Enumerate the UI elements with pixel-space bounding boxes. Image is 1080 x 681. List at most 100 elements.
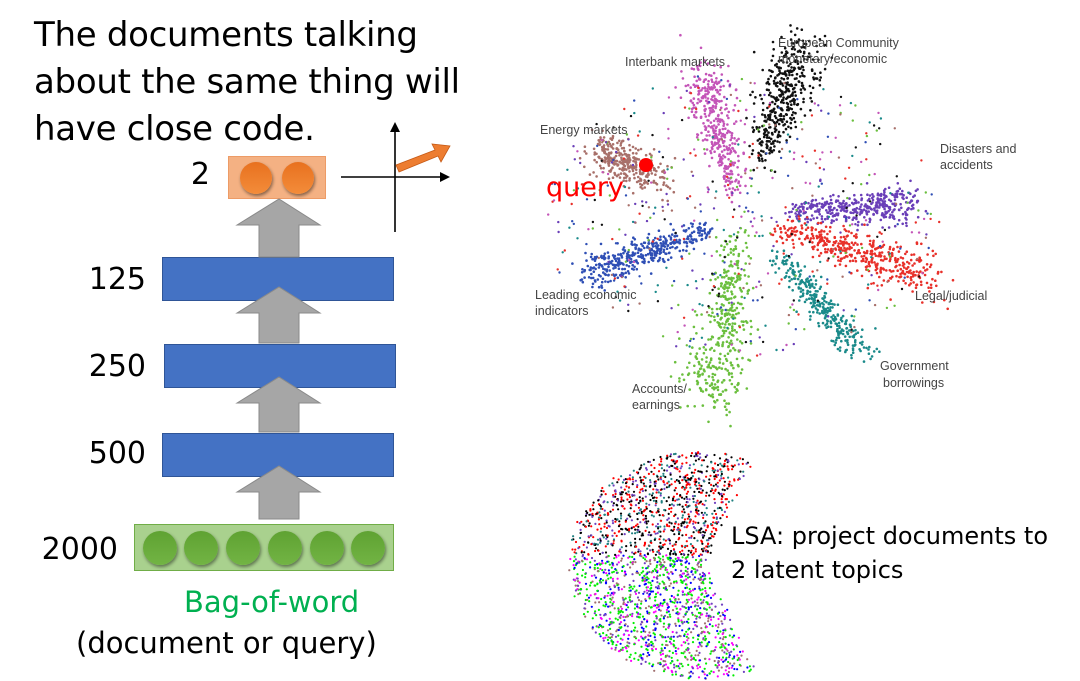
lsa-point (733, 667, 736, 671)
lsa-point (693, 537, 696, 540)
scatter-point (689, 86, 692, 89)
lsa-point (654, 504, 657, 507)
lsa-point (649, 587, 652, 590)
lsa-point (681, 534, 684, 537)
lsa-point (624, 603, 627, 606)
lsa-point (681, 479, 684, 482)
lsa-point (688, 575, 691, 579)
lsa-point (590, 534, 593, 537)
lsa-point (690, 658, 693, 662)
lsa-point (749, 465, 752, 468)
scatter-point (717, 123, 720, 126)
lsa-point (678, 624, 681, 628)
scatter-point (691, 101, 694, 105)
scatter-point (696, 101, 699, 105)
scatter-point (633, 176, 636, 180)
lsa-point (636, 485, 639, 489)
lsa-point (615, 582, 618, 585)
lsa-point (698, 452, 702, 455)
lsa-point (742, 470, 745, 473)
lsa-point (629, 541, 632, 544)
lsa-point (594, 522, 597, 526)
lsa-point (684, 606, 688, 610)
lsa-point (640, 645, 643, 648)
scatter-point (655, 169, 658, 173)
lsa-point (671, 651, 675, 655)
lsa-point (697, 676, 701, 679)
lsa-point (715, 656, 719, 659)
lsa-point (637, 599, 641, 602)
lsa-point (627, 606, 630, 609)
layer-label-2000: 2000 (41, 532, 118, 567)
scatter-point (730, 172, 734, 176)
lsa-point (601, 486, 604, 490)
lsa-point (691, 611, 694, 615)
lsa-point (696, 499, 699, 502)
lsa-point (674, 452, 677, 455)
lsa-point (704, 589, 707, 593)
lsa-point (581, 568, 585, 572)
scatter-point (724, 188, 728, 192)
scatter-point (662, 169, 666, 172)
scatter-point (620, 156, 623, 159)
lsa-point (662, 625, 665, 628)
lsa-point (726, 608, 729, 611)
lsa-point (710, 608, 714, 611)
lsa-point (640, 635, 643, 638)
lsa-point (618, 622, 621, 626)
scatter-point (628, 179, 631, 182)
lsa-points (568, 451, 755, 680)
lsa-point (583, 540, 586, 543)
lsa-point (674, 557, 677, 561)
lsa-point (660, 460, 663, 463)
lsa-point (714, 624, 718, 627)
lsa-point (630, 500, 633, 503)
lsa-point (708, 572, 711, 575)
lsa-point (674, 670, 677, 673)
scatter-point (631, 169, 635, 173)
lsa-point (719, 646, 722, 649)
lsa-point (652, 556, 656, 560)
scatter-point (626, 162, 629, 165)
lsa-point (599, 635, 602, 638)
lsa-point (611, 596, 614, 599)
lsa-point (710, 670, 713, 673)
scatter-point (663, 176, 666, 180)
lsa-point (639, 552, 642, 556)
lsa-point (653, 669, 656, 672)
lsa-point (614, 617, 617, 620)
lsa-point (644, 514, 648, 518)
scatter-point (616, 141, 619, 145)
lsa-point (583, 607, 586, 610)
lsa-point (730, 650, 733, 653)
lsa-point (683, 526, 686, 529)
lsa-point (637, 591, 641, 594)
lsa-point (720, 464, 724, 467)
scatter-point (733, 161, 737, 165)
lsa-point (720, 620, 723, 623)
lsa-point (696, 638, 700, 641)
scatter-point (602, 146, 605, 149)
lsa-point (621, 648, 624, 652)
scatter-point (718, 130, 721, 134)
lsa-point (639, 606, 642, 610)
scatter-point (659, 188, 663, 191)
lsa-point (678, 550, 682, 554)
lsa-point (720, 498, 723, 501)
lsa-point (704, 577, 707, 580)
lsa-point (670, 510, 673, 513)
scatter-point (707, 114, 711, 117)
lsa-point (724, 610, 727, 613)
lsa-point (645, 560, 648, 563)
lsa-point (662, 474, 665, 477)
scatter-point (635, 152, 638, 155)
lsa-point (721, 656, 725, 659)
scatter-point (634, 165, 638, 169)
lsa-point (651, 642, 654, 645)
bag-of-word-sublabel: (document or query) (76, 626, 377, 660)
lsa-point (720, 524, 723, 527)
lsa-point (616, 563, 619, 566)
lsa-point (725, 652, 728, 655)
scatter-point (613, 171, 616, 175)
